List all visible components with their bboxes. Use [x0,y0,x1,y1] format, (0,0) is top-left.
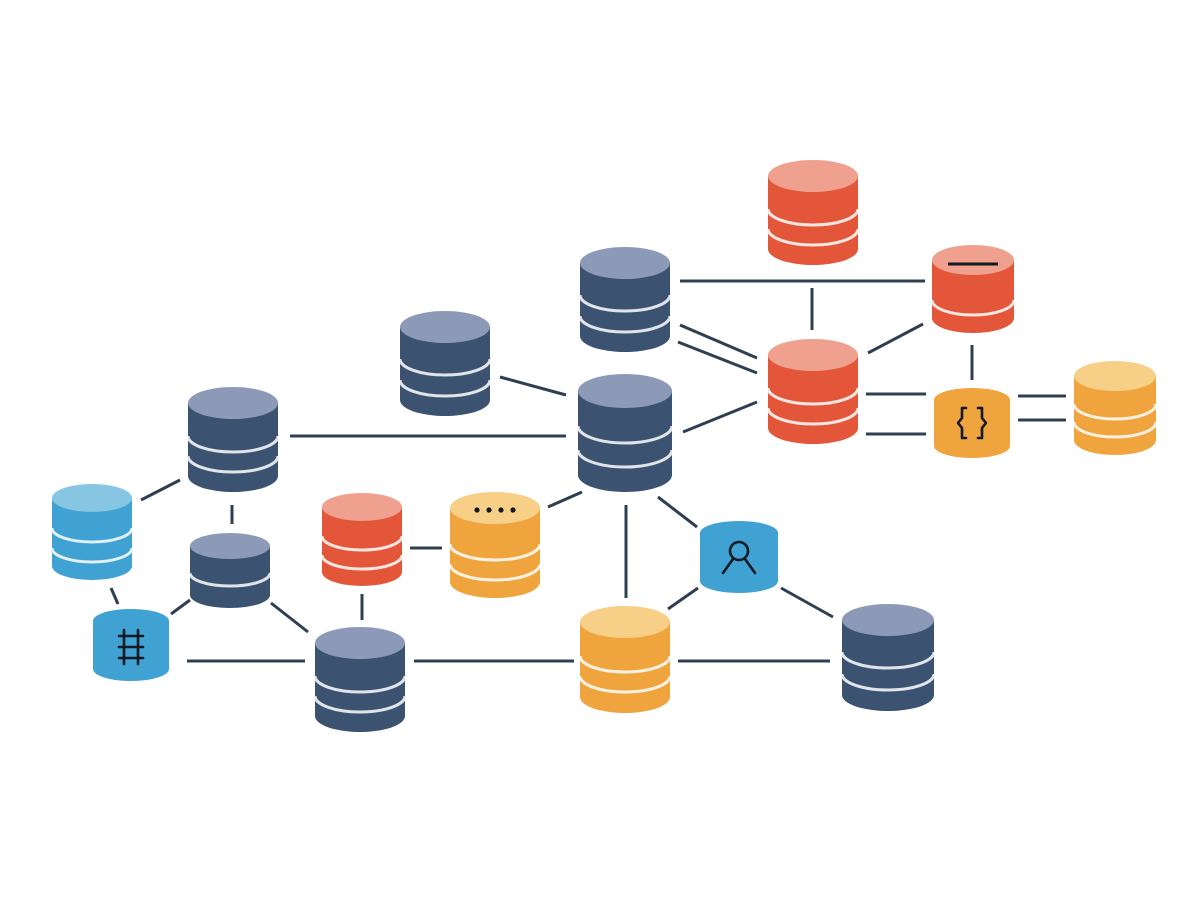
database-band [320,554,404,571]
database-top [188,387,278,419]
database-top [93,609,169,633]
database-band [398,379,492,398]
navy-database-upper[interactable] [578,247,672,352]
database-band [766,208,860,227]
red-database-minus[interactable] [930,245,1016,333]
database-band [576,425,674,445]
database-band [578,675,672,694]
database-band [578,315,672,334]
database-top [1074,361,1156,391]
orange-json-node[interactable] [934,388,1010,458]
database-top [578,374,672,408]
orange-database-right[interactable] [1072,361,1158,455]
ellipsis-icon [474,507,516,513]
database-body [93,621,169,681]
database-top [932,245,1014,275]
navy-database-left-upper[interactable] [398,311,492,416]
edge-blue-to-ladder [109,587,120,605]
database-top [400,311,490,343]
red-database-small[interactable] [320,493,404,586]
edge-upper-to-center-b [677,340,758,375]
database-band [313,675,407,694]
database-top [700,521,778,545]
red-database-top[interactable] [766,160,860,265]
search-icon [721,540,757,575]
edge-small-to-bottom [270,601,309,634]
database-band [1072,403,1158,421]
database-body [700,533,778,593]
database-top [450,492,540,524]
database-band [186,455,280,474]
database-top [580,247,670,279]
blue-ladder-node[interactable] [93,609,169,681]
edge-upper-to-center-a [679,323,758,360]
blue-database-far-left[interactable] [50,484,134,580]
edge-hub-to-search [657,495,698,529]
database-band [186,435,280,454]
orange-database-ellipsis[interactable] [448,492,542,598]
blue-search-node[interactable] [700,521,778,593]
database-band [313,695,407,714]
database-band [320,535,404,552]
edge-minus-to-center [867,322,924,355]
database-band [188,572,272,588]
database-band [766,228,860,247]
ladder-icon [117,628,145,666]
database-band [50,547,134,564]
database-body [450,508,540,598]
edge-search-to-orange [667,586,699,611]
navy-database-left[interactable] [186,387,280,492]
database-band [766,407,860,426]
database-top [580,606,670,638]
edge-small-to-ladder [170,598,191,616]
database-band [840,673,936,692]
database-top [52,484,132,512]
edge-hub-to-center [682,400,758,434]
database-band [578,655,672,674]
database-top [842,604,934,636]
database-top [768,160,858,192]
navy-database-bottom[interactable] [313,627,407,732]
orange-database-bottom[interactable] [578,606,672,713]
navy-database-hub[interactable] [576,374,674,492]
edge-leftupper-to-hub [499,375,567,397]
database-body [934,400,1010,458]
database-band [766,387,860,406]
database-top [768,339,858,371]
database-body [932,260,1014,333]
navy-database-small[interactable] [188,533,272,608]
edge-ellipsis-to-hub [547,490,583,509]
database-band [840,651,936,670]
database-top [322,493,402,521]
database-top [190,533,270,559]
database-top [934,388,1010,412]
curly-braces-icon [956,406,988,440]
database-band [578,294,672,313]
database-band [50,527,134,544]
edge-left-to-blue [140,478,181,502]
database-band [448,543,542,562]
database-band [398,358,492,377]
database-body [190,546,270,608]
edge-search-to-bottomright [780,586,834,619]
database-band [576,449,674,469]
nodes [50,160,1158,732]
navy-database-bottom-right[interactable] [840,604,936,711]
database-band [930,299,1016,317]
database-top [315,627,405,659]
database-band [448,563,542,582]
connections [109,279,1066,663]
red-database-center[interactable] [766,339,860,444]
database-band [1072,421,1158,439]
